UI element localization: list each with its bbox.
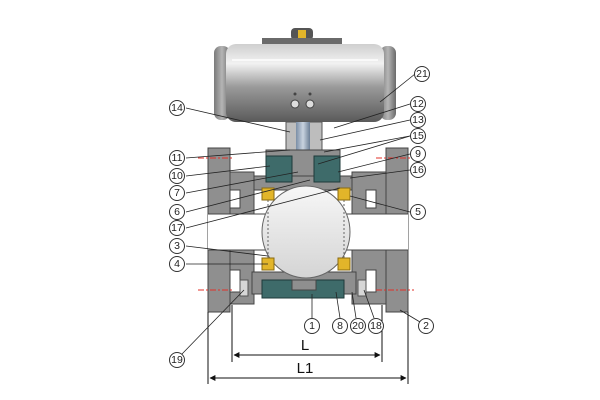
svg-text:21: 21 bbox=[416, 68, 428, 80]
dimension-lines: L L1 bbox=[207, 305, 409, 384]
svg-text:19: 19 bbox=[171, 354, 183, 366]
svg-text:3: 3 bbox=[174, 240, 180, 252]
svg-text:5: 5 bbox=[415, 206, 421, 218]
svg-text:12: 12 bbox=[412, 98, 424, 110]
actuator-top-indicator bbox=[298, 30, 306, 38]
callout-7: 7 bbox=[169, 185, 185, 201]
callout-18: 18 bbox=[368, 318, 384, 334]
actuator-port-1 bbox=[290, 99, 300, 109]
svg-text:18: 18 bbox=[370, 320, 382, 332]
seat-bottom-right bbox=[337, 257, 351, 271]
callouts: 21 14 12 13 15 11 9 10 16 7 6 5 17 3 4 1… bbox=[169, 66, 434, 368]
callout-6: 6 bbox=[169, 204, 185, 220]
svg-text:10: 10 bbox=[171, 170, 183, 182]
svg-text:13: 13 bbox=[412, 114, 424, 126]
callout-8: 8 bbox=[332, 318, 348, 334]
callout-15: 15 bbox=[410, 128, 426, 144]
gland-right bbox=[313, 155, 341, 183]
svg-text:14: 14 bbox=[171, 102, 183, 114]
callout-10: 10 bbox=[169, 168, 185, 184]
callout-21: 21 bbox=[414, 66, 430, 82]
svg-text:8: 8 bbox=[337, 320, 343, 332]
svg-text:7: 7 bbox=[174, 187, 180, 199]
svg-text:1: 1 bbox=[309, 320, 315, 332]
actuator-mount bbox=[262, 38, 342, 46]
dimension-L1-label: L1 bbox=[297, 360, 314, 377]
callout-12: 12 bbox=[410, 96, 426, 112]
svg-text:9: 9 bbox=[415, 148, 421, 160]
valve-body-section bbox=[198, 147, 414, 313]
callout-2: 2 bbox=[418, 318, 434, 334]
callout-3: 3 bbox=[169, 238, 185, 254]
callout-9: 9 bbox=[410, 146, 426, 162]
seat-top-right bbox=[337, 187, 351, 201]
actuator-port-2 bbox=[305, 99, 315, 109]
callout-5: 5 bbox=[410, 204, 426, 220]
callout-4: 4 bbox=[169, 256, 185, 272]
actuator bbox=[214, 28, 396, 122]
actuator-cylinder bbox=[226, 44, 384, 122]
svg-text:20: 20 bbox=[352, 320, 364, 332]
bolt-left-bottom bbox=[239, 279, 249, 297]
callout-1: 1 bbox=[304, 318, 320, 334]
svg-text:4: 4 bbox=[174, 258, 180, 270]
callout-20: 20 bbox=[350, 318, 366, 334]
bolt-right-bottom bbox=[357, 279, 367, 297]
seat-top-left bbox=[261, 187, 275, 201]
ball bbox=[261, 185, 351, 279]
svg-text:11: 11 bbox=[172, 152, 183, 164]
callout-16: 16 bbox=[410, 162, 426, 178]
gland-left bbox=[265, 155, 293, 183]
svg-text:2: 2 bbox=[423, 320, 429, 332]
svg-text:15: 15 bbox=[412, 130, 424, 142]
svg-text:6: 6 bbox=[174, 206, 180, 218]
callout-14: 14 bbox=[169, 100, 185, 116]
callout-13: 13 bbox=[410, 112, 426, 128]
leader-lines bbox=[181, 73, 421, 355]
svg-text:16: 16 bbox=[412, 164, 424, 176]
callout-11: 11 bbox=[169, 150, 185, 166]
callout-17: 17 bbox=[169, 220, 185, 236]
dimension-L-label: L bbox=[301, 337, 309, 354]
callout-19: 19 bbox=[169, 352, 185, 368]
svg-text:17: 17 bbox=[171, 222, 183, 234]
